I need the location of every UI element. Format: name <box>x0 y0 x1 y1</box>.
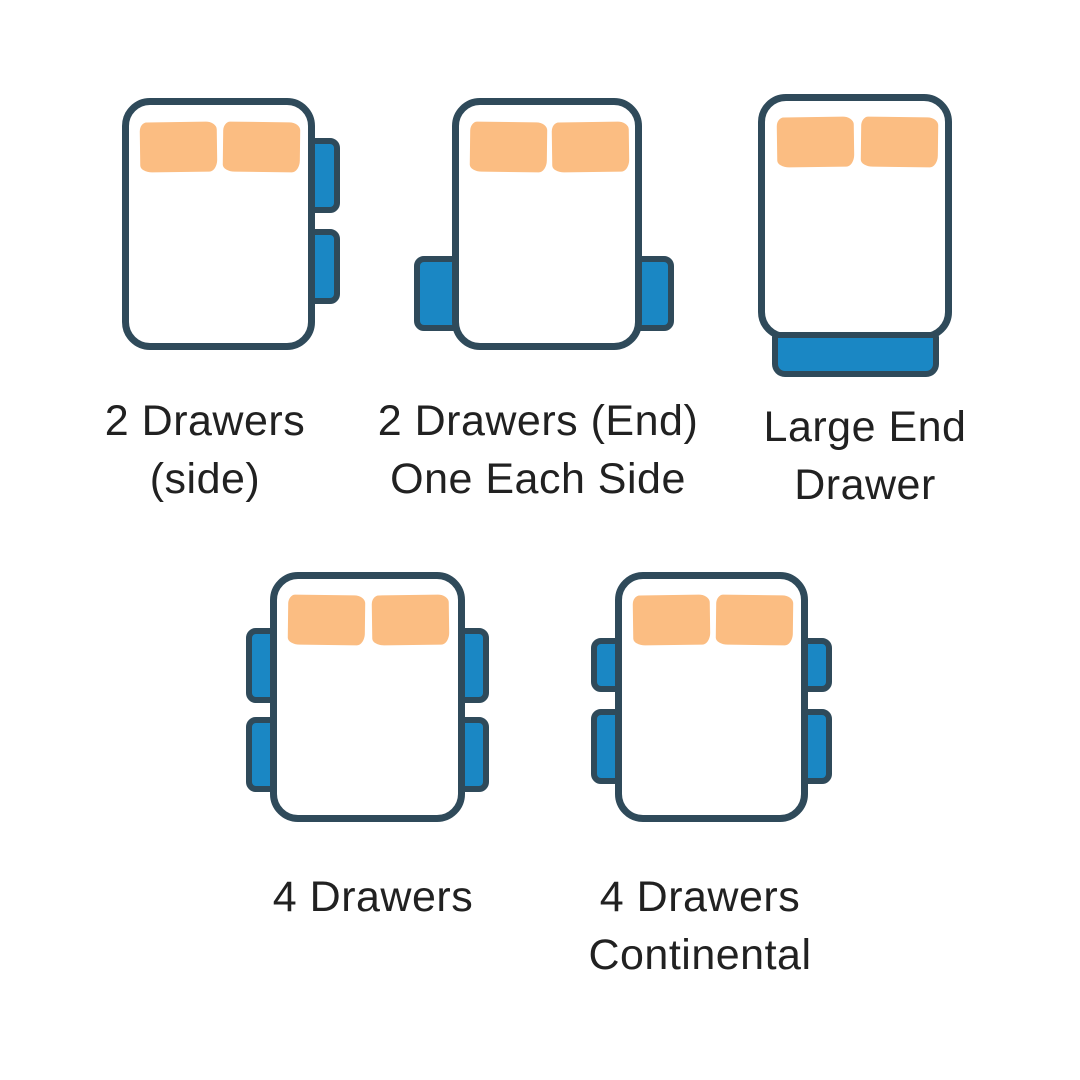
pillow-icon <box>860 116 939 168</box>
pillow-icon <box>551 121 630 173</box>
label-large-end-drawer: Large End Drawer <box>745 398 985 514</box>
label-line: Drawer <box>794 461 936 509</box>
label-line: Continental <box>588 931 812 979</box>
pillow-icon <box>632 594 711 646</box>
bed-icon <box>452 98 642 350</box>
label-2-drawers-end: 2 Drawers (End) One Each Side <box>376 392 700 508</box>
pillow-icon <box>715 594 794 646</box>
pillow-icon <box>469 121 548 173</box>
pillow-icon <box>287 594 366 646</box>
label-2-drawers-side: 2 Drawers (side) <box>75 392 335 508</box>
pillow-icon <box>222 121 301 173</box>
label-line: One Each Side <box>390 455 686 503</box>
pillow-icon <box>371 594 450 646</box>
label-line: (side) <box>149 455 261 503</box>
label-line: 2 Drawers <box>104 397 306 445</box>
label-line: 4 Drawers <box>599 873 801 921</box>
label-4-drawers-continental: 4 Drawers Continental <box>570 868 830 984</box>
label-line: 4 Drawers <box>272 873 474 921</box>
end-drawer-icon <box>772 332 939 377</box>
bed-icon <box>270 572 465 822</box>
label-line: 2 Drawers (End) <box>377 397 699 445</box>
bed-icon <box>615 572 808 822</box>
bed-icon <box>758 94 952 340</box>
pillow-icon <box>139 121 218 173</box>
bed-icon <box>122 98 315 350</box>
label-line: Large End <box>763 403 967 451</box>
pillow-icon <box>776 116 855 168</box>
label-4-drawers: 4 Drawers <box>243 868 503 926</box>
